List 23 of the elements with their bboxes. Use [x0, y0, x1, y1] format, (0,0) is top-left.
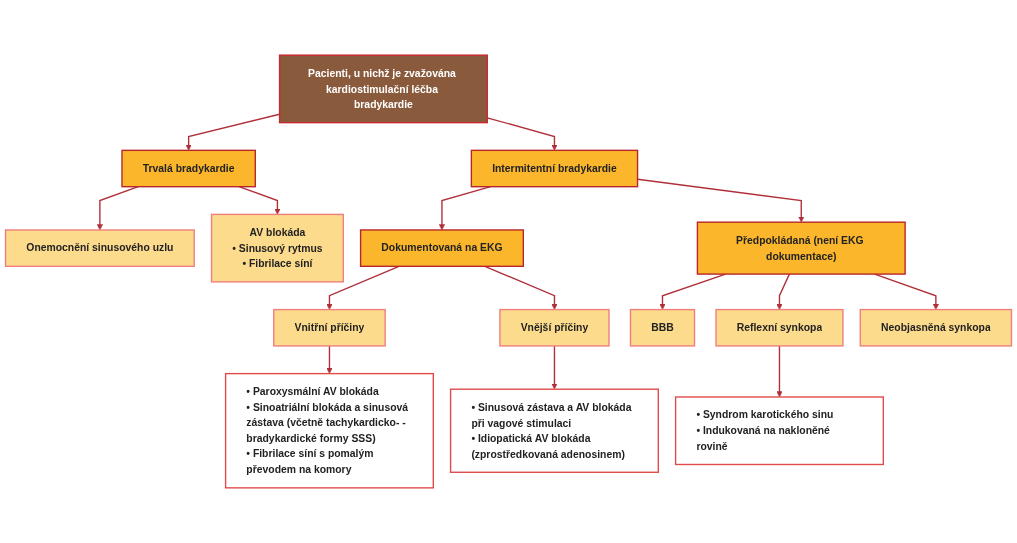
- node-box: Dokumentovaná na EKG: [359, 229, 524, 267]
- arrow: [326, 265, 400, 310]
- node-box: Reflexní synkopa: [715, 308, 844, 347]
- node-box: BBB: [629, 308, 696, 347]
- node-box: AV blokáda • Sinusový rytmus • Fibrilace síní: [210, 213, 344, 283]
- arrow: [326, 345, 333, 374]
- node-box: Onemocnění sinusového uzlu: [4, 229, 195, 267]
- arrow: [96, 186, 139, 231]
- node-box: Intermitentní bradykardie: [470, 149, 639, 188]
- node-box: • Paroxysmální AV blokáda • Sinoatriální blokáda a sinusová zástava (včetně tachykardicko- -bradykardické formy SSS) • Fibrilace síní s pomalým převodem na komory: [224, 372, 434, 489]
- node-box: • Syndrom karotického sinu • Indukovaná na nakloněné rovině: [674, 396, 884, 466]
- node-box: Pacienti, u nichž je zvažována kardiostimulační léčba bradykardie: [278, 54, 488, 124]
- node-box: Trvalá bradykardie: [121, 149, 256, 188]
- arrow: [484, 265, 558, 310]
- node-box: Neobjasněná synkopa: [859, 308, 1013, 347]
- arrow: [776, 273, 791, 310]
- arrow: [551, 345, 558, 390]
- node-box: Předpokládaná (není EKG dokumentace): [696, 221, 906, 275]
- arrow: [776, 345, 783, 398]
- node-box: • Sinusová zástava a AV blokáda při vagové stimulaci • Idiopatická AV blokáda (zprostředkovaná adenosinem): [449, 388, 659, 473]
- node-box: Vnější příčiny: [499, 308, 610, 347]
- arrow: [238, 186, 281, 215]
- node-box: Vnitřní příčiny: [273, 308, 386, 347]
